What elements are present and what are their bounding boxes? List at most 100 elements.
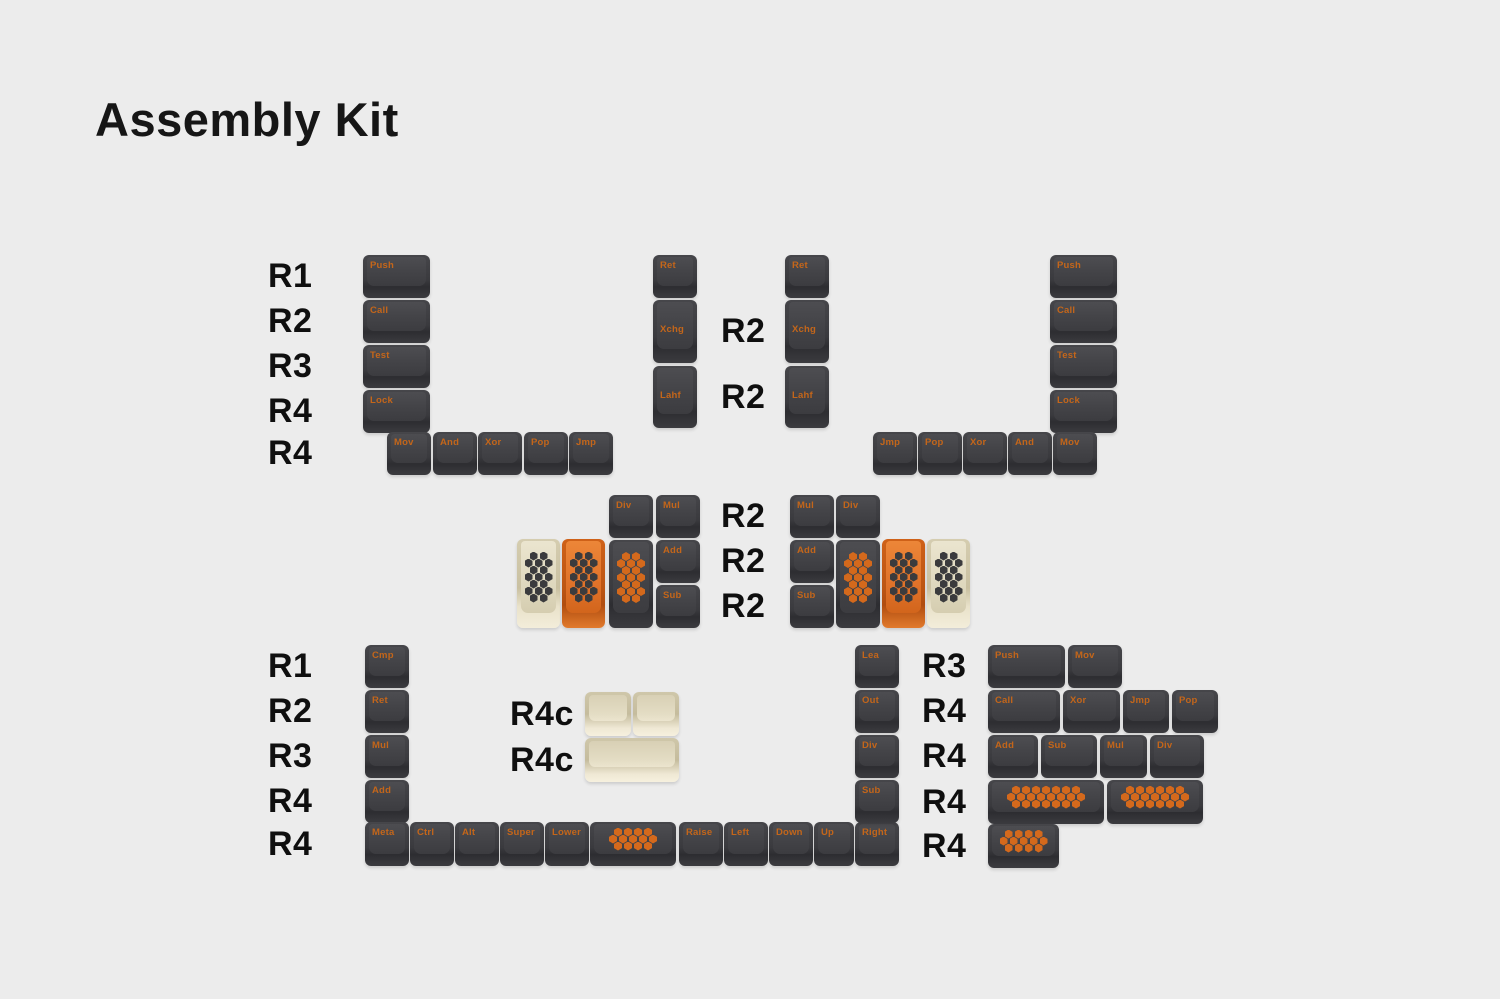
keycap-call: Call bbox=[1050, 300, 1117, 343]
keycap-legend: Push bbox=[1057, 260, 1082, 271]
keycap-honeycomb-vertical-orange bbox=[562, 539, 605, 628]
row-label: R4 bbox=[268, 782, 313, 820]
row-label: R4 bbox=[268, 824, 313, 863]
row-label: R2 bbox=[268, 692, 313, 730]
keycap-legend: Xor bbox=[1070, 695, 1087, 706]
row-label: R3 bbox=[922, 647, 967, 685]
keycap-add: Add bbox=[790, 540, 834, 583]
keycap-add: Add bbox=[656, 540, 700, 583]
keycap-legend: Sub bbox=[663, 590, 682, 601]
row-label: R1 bbox=[268, 647, 313, 685]
keycap-test: Test bbox=[1050, 345, 1117, 388]
keycap-legend: Div bbox=[843, 500, 859, 511]
keycap-legend: Add bbox=[995, 740, 1015, 751]
keycap-ret: Ret bbox=[785, 255, 829, 298]
keycap-ret: Ret bbox=[365, 690, 409, 733]
keycap-div: Div bbox=[609, 495, 653, 538]
keycap-legend: Call bbox=[1057, 305, 1076, 316]
keycap-legend: Xor bbox=[970, 437, 987, 448]
row-label: R2 bbox=[268, 302, 313, 340]
row-label: R3 bbox=[268, 347, 313, 385]
honeycomb-pattern bbox=[1111, 782, 1199, 812]
keycap-xchg: Xchg bbox=[785, 300, 829, 363]
keycap-out: Out bbox=[855, 690, 899, 733]
keycap-legend: Add bbox=[663, 545, 683, 556]
keycap-left: Left bbox=[724, 822, 768, 866]
keycap-legend: Call bbox=[370, 305, 389, 316]
row-label: R4 bbox=[268, 434, 313, 472]
keycap-legend: Pop bbox=[531, 437, 550, 448]
keycap-jmp: Jmp bbox=[1123, 690, 1169, 733]
keycap-sub: Sub bbox=[1041, 735, 1097, 778]
keycap-raise: Raise bbox=[679, 822, 723, 866]
keycap-meta: Meta bbox=[365, 822, 409, 866]
keycap-div: Div bbox=[1150, 735, 1204, 778]
keycap-xor: Xor bbox=[963, 432, 1007, 475]
keycap-mul: Mul bbox=[656, 495, 700, 538]
keycap-legend: Ret bbox=[372, 695, 388, 706]
honeycomb-pattern bbox=[521, 541, 556, 613]
keycap-convex-blank-2u bbox=[585, 738, 679, 782]
keycap-mov: Mov bbox=[1053, 432, 1097, 475]
keycap-mul: Mul bbox=[1100, 735, 1147, 778]
keycap-legend: Xchg bbox=[792, 324, 817, 335]
keycap-legend: Pop bbox=[1179, 695, 1198, 706]
honeycomb-pattern bbox=[992, 826, 1055, 856]
keycap-legend: Add bbox=[372, 785, 392, 796]
keycap-legend: And bbox=[440, 437, 460, 448]
keycap-add: Add bbox=[988, 735, 1038, 778]
keycap-legend: Div bbox=[862, 740, 878, 751]
keycap-legend: Lahf bbox=[792, 390, 813, 401]
keycap-sub: Sub bbox=[790, 585, 834, 628]
keycap-xor: Xor bbox=[1063, 690, 1120, 733]
keycap-legend: Call bbox=[995, 695, 1014, 706]
keycap-legend: Up bbox=[821, 827, 835, 838]
honeycomb-pattern bbox=[931, 541, 966, 613]
keycap-ret: Ret bbox=[653, 255, 697, 298]
honeycomb-pattern bbox=[840, 542, 876, 613]
keycap-pop: Pop bbox=[918, 432, 962, 475]
keycap-legend: Ctrl bbox=[417, 827, 435, 838]
keycap-legend: Lower bbox=[552, 827, 581, 838]
keycap-legend: Ret bbox=[660, 260, 676, 271]
keycap-lahf: Lahf bbox=[653, 366, 697, 428]
row-label-r4c: R4c bbox=[510, 740, 574, 779]
keycap-lahf: Lahf bbox=[785, 366, 829, 428]
honeycomb-pattern bbox=[992, 782, 1100, 812]
row-label: R2 bbox=[721, 587, 766, 625]
keycap-legend: Div bbox=[616, 500, 632, 511]
honeycomb-pattern bbox=[566, 541, 601, 613]
keycap-call: Call bbox=[363, 300, 430, 343]
keycap-super: Super bbox=[500, 822, 544, 866]
keycap-legend: Lock bbox=[1057, 395, 1080, 406]
keycap-legend: Lock bbox=[370, 395, 393, 406]
keycap-mul: Mul bbox=[365, 735, 409, 778]
keycap-legend: Mul bbox=[797, 500, 814, 511]
keycap-jmp: Jmp bbox=[569, 432, 613, 475]
keycap-legend: Xchg bbox=[660, 324, 685, 335]
keycap-legend: Right bbox=[862, 827, 888, 838]
keycap-xchg: Xchg bbox=[653, 300, 697, 363]
keycap-and: And bbox=[433, 432, 477, 475]
keycap-honeycomb-vertical-beige bbox=[927, 539, 970, 628]
keycap-alt: Alt bbox=[455, 822, 499, 866]
keycap-call: Call bbox=[988, 690, 1060, 733]
row-label: R2 bbox=[721, 497, 766, 535]
keycap-push: Push bbox=[363, 255, 430, 298]
row-label: R2 bbox=[721, 542, 766, 580]
keycap-push: Push bbox=[1050, 255, 1117, 298]
keycap-honeycomb-vertical-beige bbox=[517, 539, 560, 628]
keycap-convex-blank-1u bbox=[633, 692, 679, 736]
honeycomb-pattern bbox=[613, 542, 649, 613]
row-label: R1 bbox=[268, 257, 313, 295]
row-label: R2 bbox=[721, 377, 766, 416]
keycap-legend: Mul bbox=[372, 740, 389, 751]
keycap-legend: Mov bbox=[1060, 437, 1080, 448]
keycap-mov: Mov bbox=[1068, 645, 1122, 688]
keycap-legend: Mul bbox=[663, 500, 680, 511]
keycap-legend: Down bbox=[776, 827, 803, 838]
keycap-legend: Push bbox=[370, 260, 395, 271]
keycap-legend: Lahf bbox=[660, 390, 681, 401]
keycap-legend: Sub bbox=[862, 785, 881, 796]
